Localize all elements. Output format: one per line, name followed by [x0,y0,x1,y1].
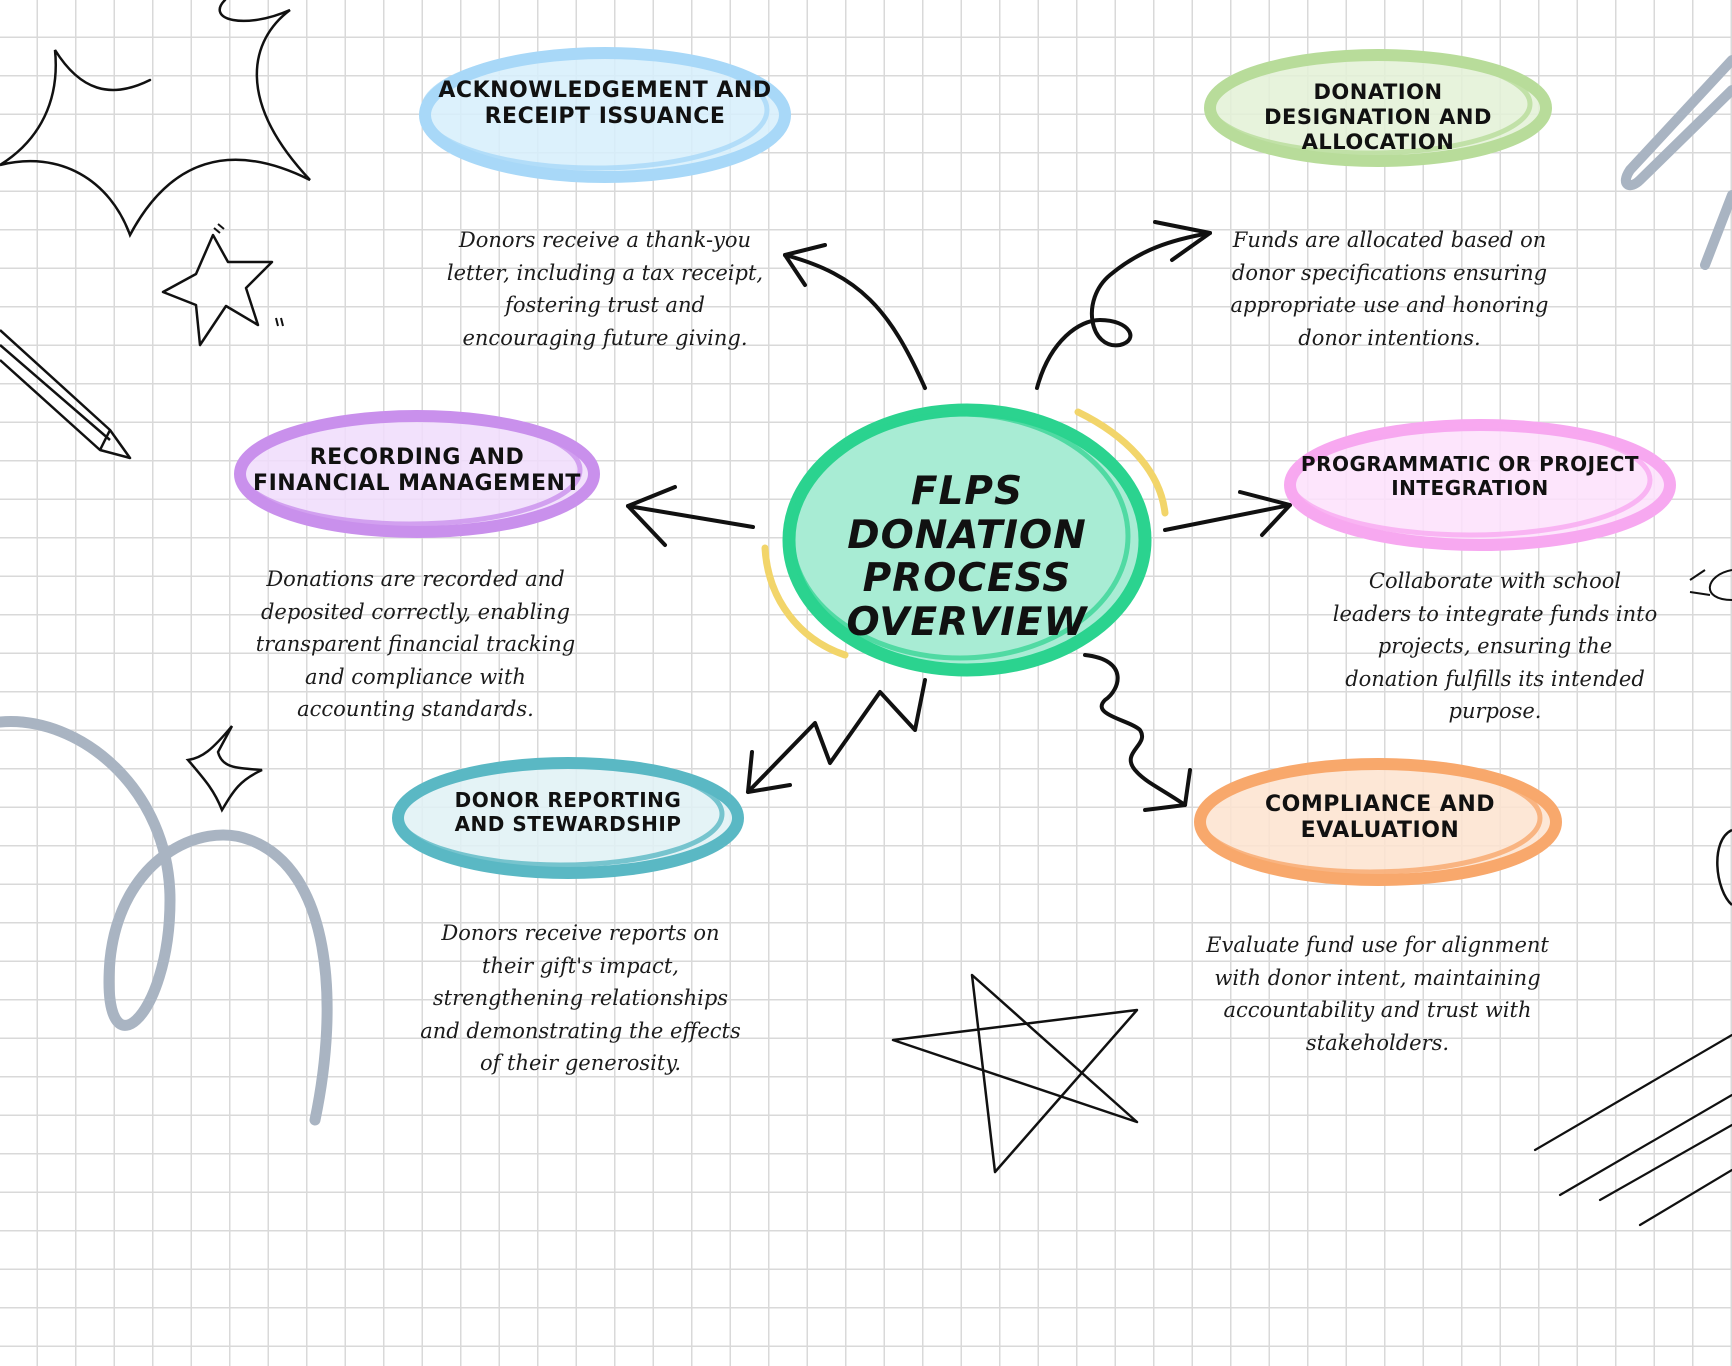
arrowhead-designation [1153,220,1212,262]
node-title-designation: DONATION DESIGNATION AND ALLOCATION [1264,80,1492,155]
pencil-icon [0,329,132,460]
gray-line-doodle-2 [1700,190,1732,270]
diamond-sparkle-doodle [185,725,263,813]
small-star-doodle [161,233,274,347]
node-title-compliance: COMPLIANCE AND EVALUATION [1264,792,1496,844]
arrowhead-programmatic [1238,490,1292,537]
ellipse-compliance [1194,758,1562,886]
node-desc-recording: Donations are recorded and deposited cor… [255,567,576,722]
node-desc-programmatic: Collaborate with school leaders to integ… [1332,569,1658,724]
node-title-reporting: DONOR REPORTING AND STEWARDSHIP [454,788,682,836]
arrow-recording [626,504,755,529]
spiky-star-doodle [0,0,311,239]
arrowhead-acknowledgement [783,243,827,287]
yellow-accent-bottom [761,544,849,659]
arrow-designation [1035,231,1212,390]
edge-doodle [1689,569,1732,601]
center-title: FLPS DONATION PROCESS OVERVIEW [846,469,1088,646]
ellipse-designation [1204,49,1552,167]
node-desc-acknowledgement: Donors receive a thank-you letter, inclu… [446,228,764,350]
gray-swirl-doodle [0,716,333,1126]
arrow-programmatic [1163,503,1292,532]
gray-line-doodle-1 [1620,55,1732,191]
hatch-lines-doodle [1533,1033,1732,1227]
ellipse-programmatic [1284,419,1676,551]
node-desc-reporting: Donors receive reports on their gift's i… [420,921,741,1076]
edge-arc-doodle [1716,828,1732,906]
ellipse-recording [234,410,600,538]
ellipse-reporting [392,757,744,879]
arrowhead-recording [626,485,677,547]
ellipse-acknowledgement [419,47,791,183]
yellow-accent-top [1074,408,1169,517]
arrow-acknowledgement [783,253,927,390]
node-desc-compliance: Evaluate fund use for alignment with don… [1206,933,1549,1055]
node-title-recording: RECORDING AND FINANCIAL MANAGEMENT [253,445,581,497]
outline-star-doodle [891,973,1139,1174]
node-desc-designation: Funds are allocated based on donor speci… [1230,228,1549,350]
arrow-reporting [746,678,927,794]
center-node [761,403,1169,677]
arrowhead-compliance [1143,768,1192,812]
arrow-compliance [1083,653,1187,807]
sparkle-marks [213,223,284,327]
arrowhead-reporting [746,750,792,794]
node-title-acknowledgement: ACKNOWLEDGEMENT AND RECEIPT ISSUANCE [438,78,772,130]
node-title-programmatic: PROGRAMMATIC OR PROJECT INTEGRATION [1300,452,1640,500]
